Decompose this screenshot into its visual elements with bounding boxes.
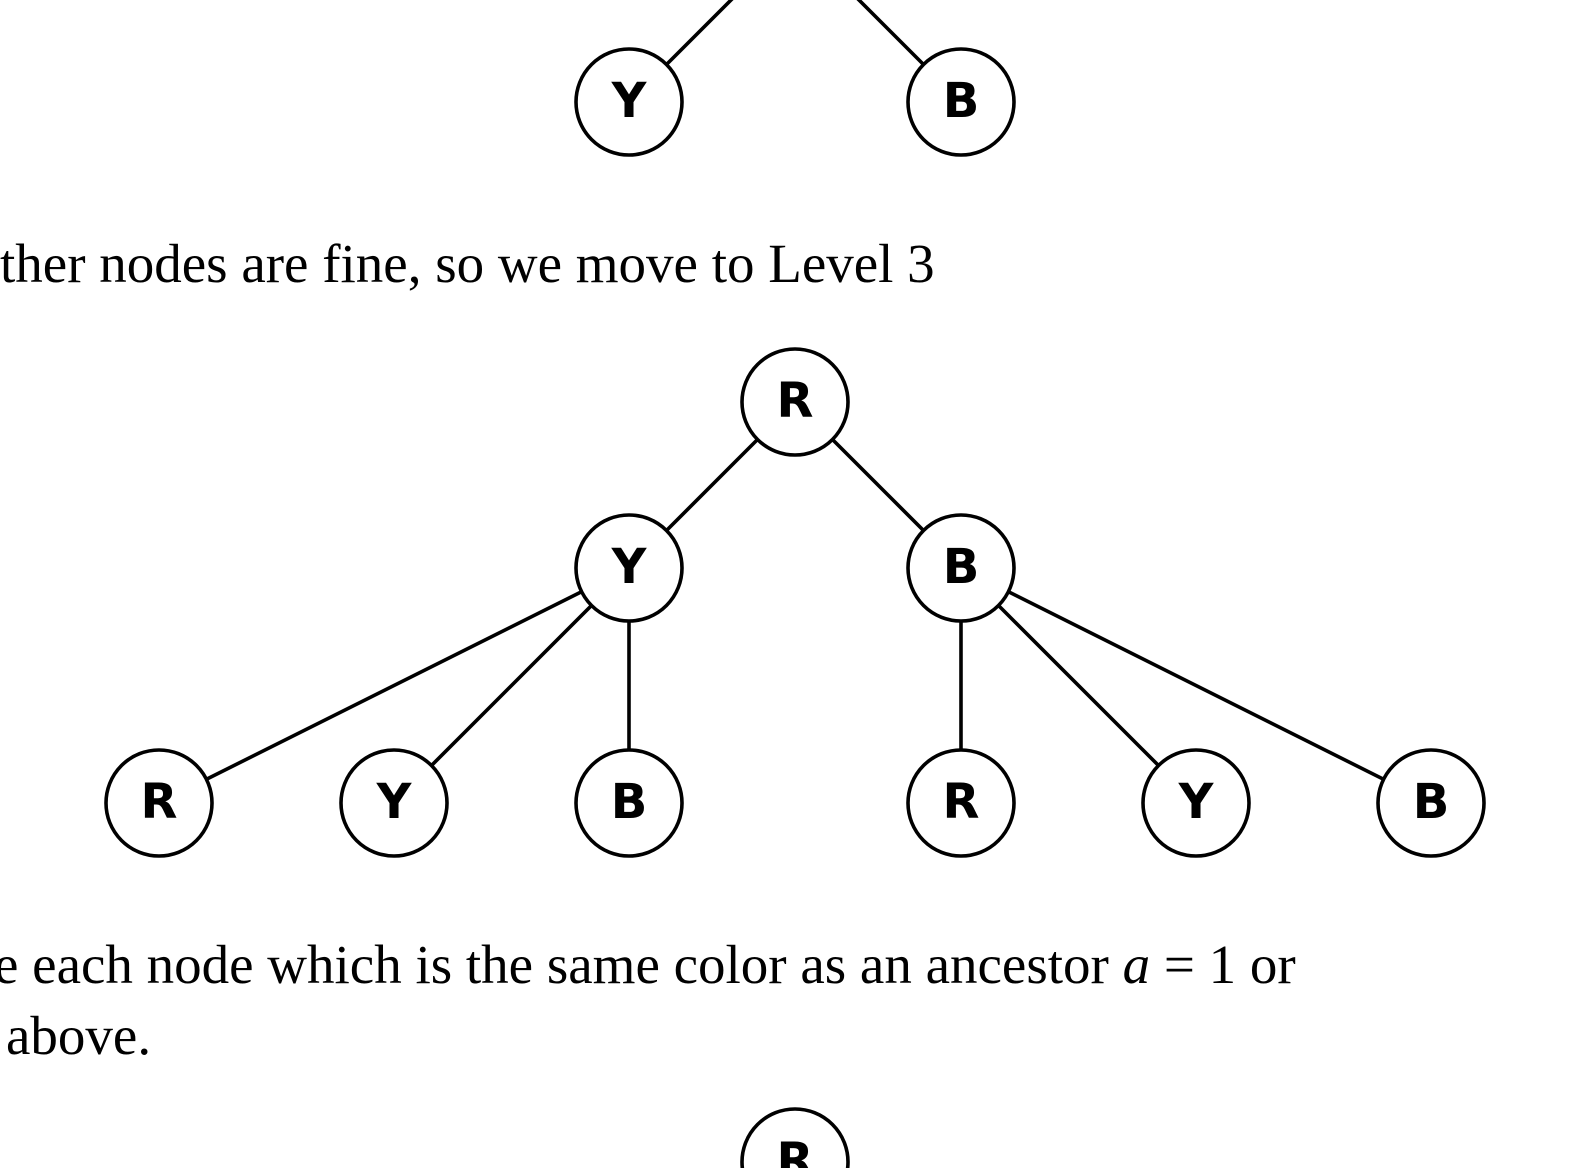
bottom-root-node-circle (740, 1107, 850, 1168)
level3-leaf-node-1-label: R (141, 774, 178, 830)
level3-level2-node-1-circle (574, 513, 684, 623)
level3-edge-leaf-1 (157, 566, 631, 805)
math-equation: = 1 or (1150, 934, 1296, 995)
paragraph-remove-line2: above. (6, 1008, 151, 1063)
level3-level2-node-2-circle (906, 513, 1016, 623)
paragraph-level3-text: ther nodes are fine, so we move to Level… (0, 233, 935, 294)
level3-leaf-node-4-circle (906, 748, 1016, 858)
nodes-layer: Y B R Y B R Y B R Y B R (104, 47, 1486, 1168)
level3-leaf-node-2-label: Y (376, 774, 413, 830)
paragraph-remove-prefix: e each node which is the same color as a… (0, 934, 1109, 995)
paragraph-remove-line2-text: above. (6, 1005, 152, 1066)
level3-level2-node-1: Y (574, 513, 684, 623)
level3-leaf-node-1: R (104, 748, 214, 858)
level3-leaf-node-3-circle (574, 748, 684, 858)
bottom-root-node: R (740, 1107, 850, 1168)
level3-leaf-node-4: R (906, 748, 1016, 858)
level3-root-node: R (740, 347, 850, 457)
level3-leaf-node-2: Y (339, 748, 449, 858)
level3-root-node-label: R (777, 373, 814, 429)
top-tree-node-2-label: B (943, 73, 980, 129)
bottom-root-node-label: R (777, 1133, 814, 1168)
level3-leaf-node-4-label: R (943, 774, 980, 830)
level3-edge-leaf-6 (959, 566, 1433, 805)
top-tree-node-1: Y (574, 47, 684, 157)
level3-leaf-node-5-circle (1141, 748, 1251, 858)
level3-leaf-node-2-circle (339, 748, 449, 858)
level3-level2-node-2-label: B (943, 539, 980, 595)
math-variable-a: a (1122, 934, 1151, 995)
level3-level2-node-2: B (906, 513, 1016, 623)
level3-edge-leaf-2 (392, 566, 631, 805)
top-tree-node-1-circle (574, 47, 684, 157)
level3-leaf-node-5: Y (1141, 748, 1251, 858)
level3-leaf-node-6-label: B (1413, 774, 1450, 830)
level3-leaf-node-6-circle (1376, 748, 1486, 858)
level3-leaf-node-6: B (1376, 748, 1486, 858)
paragraph-remove-line1: e each node which is the same color as a… (0, 937, 1296, 992)
top-tree-node-2-circle (906, 47, 1016, 157)
level3-level2-node-1-label: Y (611, 539, 648, 595)
level3-root-node-circle (740, 347, 850, 457)
level3-leaf-node-3: B (574, 748, 684, 858)
top-tree-node-2: B (906, 47, 1016, 157)
level3-leaf-node-3-label: B (611, 774, 648, 830)
level3-leaf-node-1-circle (104, 748, 214, 858)
level3-edge-leaf-5 (959, 566, 1198, 805)
paragraph-level3: ther nodes are fine, so we move to Level… (0, 236, 935, 291)
top-tree-node-1-label: Y (611, 73, 648, 129)
level3-leaf-node-5-label: Y (1178, 774, 1215, 830)
